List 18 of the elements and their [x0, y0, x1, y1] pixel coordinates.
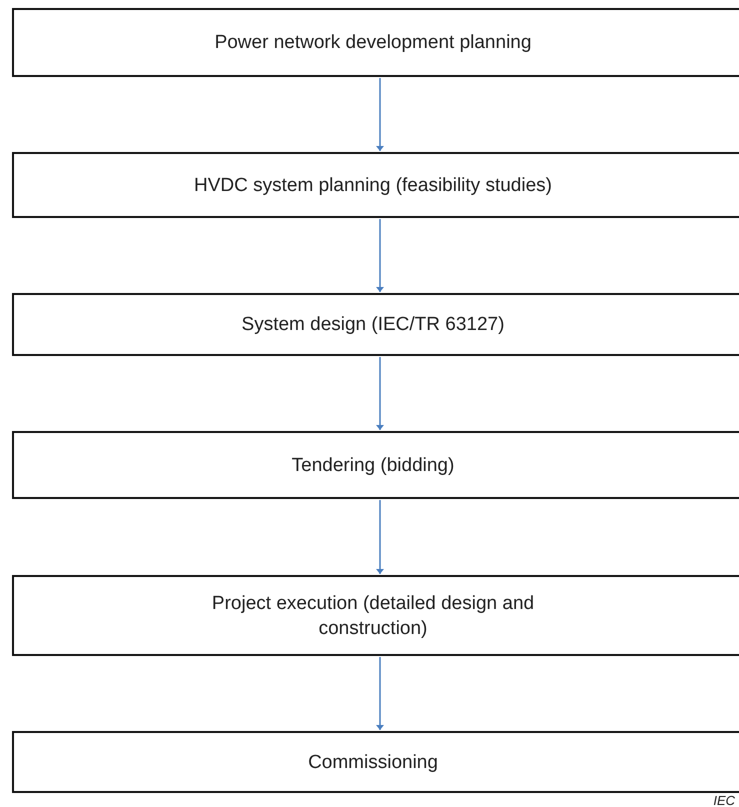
arrow: [378, 219, 382, 292]
process-box: [12, 152, 739, 218]
arrow: [378, 78, 382, 151]
process-box: [12, 8, 739, 77]
step-text: Tendering (bidding): [290, 454, 456, 478]
step-text: HVDC system planning (feasibility studies): [193, 174, 553, 198]
figure-source-label: IEC: [713, 793, 735, 807]
process-box: [12, 575, 739, 656]
arrow: [378, 500, 382, 574]
process-box: [12, 731, 739, 793]
step-text: Power network development planning: [214, 31, 532, 55]
step-text: System design (IEC/TR 63127): [240, 313, 506, 337]
process-box: [12, 293, 739, 356]
step-text: Commissioning: [307, 750, 439, 774]
step-text: Project execution (detailed design and construction): [210, 592, 536, 640]
process-box: [12, 431, 739, 499]
arrow: [378, 657, 382, 730]
arrow: [378, 357, 382, 430]
